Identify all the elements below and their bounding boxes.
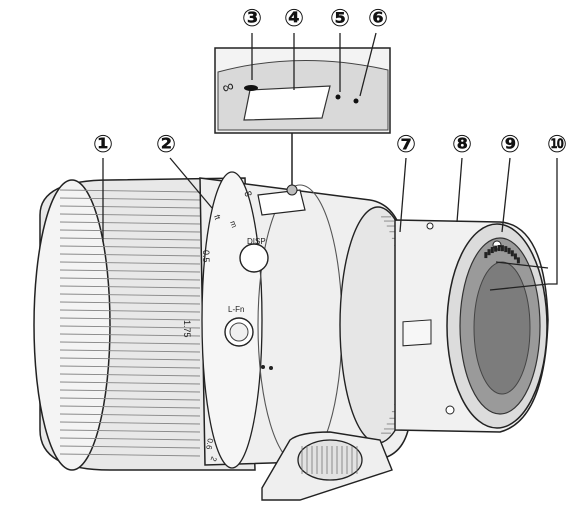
tripod-collar-knob[interactable] xyxy=(297,439,363,481)
focus-ring-rib xyxy=(59,421,201,425)
focus-ring-rib xyxy=(59,333,201,337)
focus-ring-rib xyxy=(59,301,201,305)
focus-ring-rib xyxy=(59,453,201,457)
inset-infinity-mark: ∞ xyxy=(220,78,237,98)
index-dot-right xyxy=(353,98,359,104)
scale-2: 2 xyxy=(208,455,218,463)
side-window xyxy=(402,319,432,347)
cpu-contact xyxy=(513,253,517,260)
cpu-contact xyxy=(484,252,488,259)
focus-ring-rib xyxy=(59,405,201,409)
lens-body: DISP L-Fn ft m 0.5 1.75 0.6 2 ∞ xyxy=(33,171,549,501)
focus-ring-rib xyxy=(59,445,201,449)
cpu-contact xyxy=(487,249,491,256)
callouts: ① ② ③ ④ ⑤ ⑥ ⑦ ⑧ ⑨ ⑩ xyxy=(93,4,567,158)
callout-8: ⑧ xyxy=(452,130,472,158)
focus-ring-rib xyxy=(59,269,201,273)
focus-ring-rib xyxy=(59,189,201,193)
focus-ring-rib xyxy=(59,245,201,249)
cpu-contact xyxy=(500,245,504,252)
callout-10: ⑩ xyxy=(547,130,567,158)
focus-ring-rib xyxy=(59,397,201,401)
callout-6: ⑥ xyxy=(368,4,388,32)
scale-0-5: 0.5 xyxy=(201,250,211,263)
callout-4: ④ xyxy=(284,4,304,32)
disp-button[interactable] xyxy=(239,243,269,273)
cpu-contact xyxy=(516,257,520,264)
focus-ring-rib xyxy=(59,205,201,209)
inset-closeup: ∞ xyxy=(214,47,391,134)
disp-button-label: DISP xyxy=(247,237,266,246)
lens-release-mark xyxy=(426,222,434,230)
index-dot-left xyxy=(335,94,341,100)
callout-5: ⑤ xyxy=(330,4,350,32)
leader-lines xyxy=(102,32,558,291)
focus-ring-rib xyxy=(59,413,201,417)
focus-ring-rib xyxy=(59,213,201,217)
callout-2: ② xyxy=(156,130,176,158)
focus-ring-rib xyxy=(59,253,201,257)
focus-ring-rib xyxy=(59,373,201,377)
cpu-contact xyxy=(504,246,508,253)
focus-ring-rib xyxy=(59,317,201,321)
focus-ring-rib xyxy=(59,221,201,225)
scale-1-75: 1.75 xyxy=(182,320,192,338)
top-switch[interactable] xyxy=(257,189,306,216)
focus-ring-rib xyxy=(59,381,201,385)
focus-ring-rib xyxy=(59,309,201,313)
cpu-contact xyxy=(490,247,494,254)
callout-7: ⑦ xyxy=(396,130,416,158)
callout-9: ⑨ xyxy=(500,130,520,158)
cpu-contact xyxy=(510,250,514,257)
focus-ring-rib xyxy=(59,349,201,353)
focus-ring-rib xyxy=(59,261,201,265)
focus-ring-rib xyxy=(59,429,201,433)
focus-ring-rib xyxy=(59,229,201,233)
barrel-dot-a xyxy=(261,365,265,369)
focus-ring-rib xyxy=(59,285,201,289)
scale-infinity: ∞ xyxy=(243,187,254,201)
scale-m: m xyxy=(228,220,239,230)
focus-ring-rib xyxy=(59,197,201,201)
focus-ring-rib xyxy=(59,365,201,369)
scale-ft: ft xyxy=(212,214,222,222)
focus-ring-rib xyxy=(59,357,201,361)
mount-screw xyxy=(445,405,455,415)
scale-0-6: 0.6 xyxy=(204,438,215,451)
focus-ring-rib xyxy=(59,237,201,241)
cpu-contact xyxy=(494,245,498,252)
top-switch-knob xyxy=(286,184,298,196)
focus-ring-rib xyxy=(59,341,201,345)
barrel-dot-b xyxy=(269,366,273,370)
callout-1: ① xyxy=(93,130,113,158)
callout-3: ③ xyxy=(242,4,262,32)
cpu-contact xyxy=(497,245,501,252)
focus-ring-rib xyxy=(59,277,201,281)
focus-mark-dot xyxy=(244,85,258,91)
focus-ring-rib xyxy=(59,325,201,329)
lfn-button-label: L-Fn xyxy=(228,305,244,314)
focus-ring-rib xyxy=(59,389,201,393)
focus-ring-rib xyxy=(59,293,201,297)
cpu-contact xyxy=(507,247,511,254)
focus-ring-rib xyxy=(59,437,201,441)
